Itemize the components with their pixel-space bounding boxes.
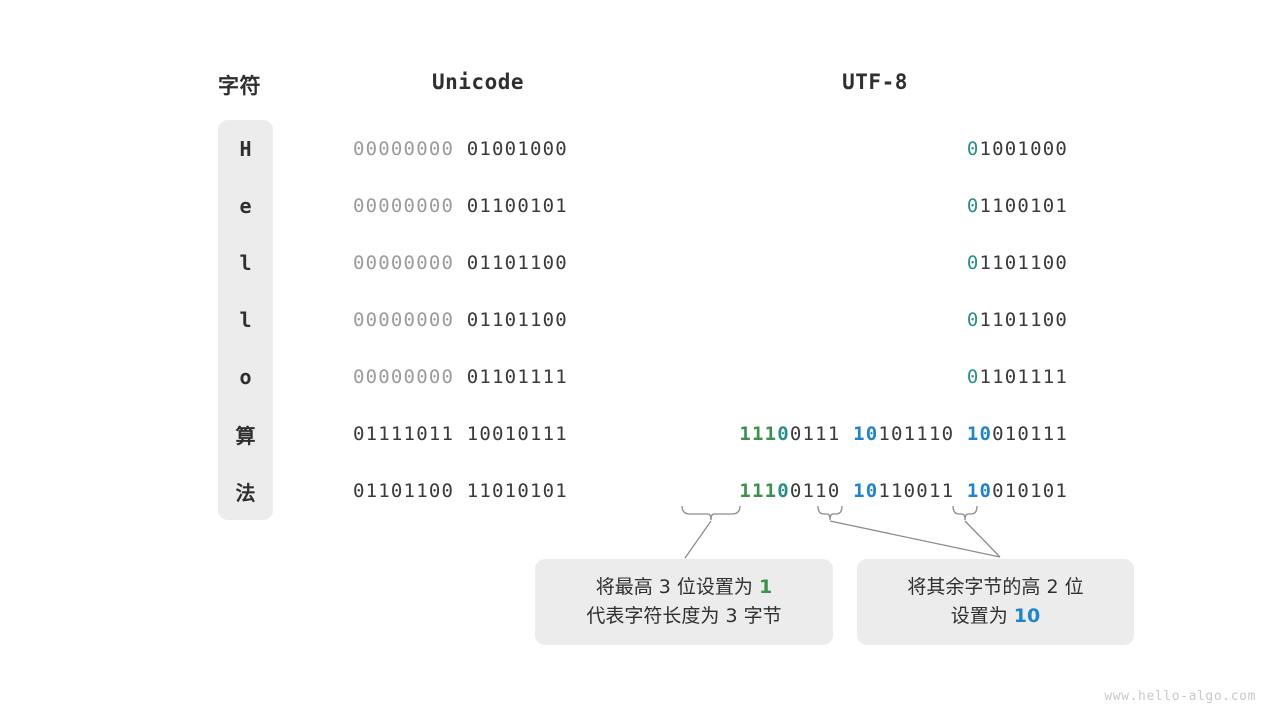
utf8-payload-bits: 1101100 [979,251,1068,274]
table-row: 00000000 01101100 01101100 [0,291,1280,348]
utf8-lead-bit: 0 [966,194,980,217]
char-cell: e [239,193,252,218]
annotation-text: 设置为 [950,605,1014,627]
char-cell: l [239,250,252,275]
unicode-low-byte: 10010111 [466,423,568,446]
utf8-bits: 01100101 [967,195,1068,217]
table-row: 00000000 01101100 01101100 [0,234,1280,291]
utf8-payload-bits: 010101 [992,480,1068,503]
unicode-low-byte: 01100101 [466,194,568,217]
column-header-char: 字符 [218,74,261,98]
utf8-payload-bits: 110011 [878,480,955,503]
utf8-prefix-terminator: 0 [777,423,790,446]
utf8-bits: 01101100 [967,252,1068,274]
column-header-utf8: UTF-8 [842,70,908,94]
utf8-lead-bit: 0 [966,137,980,160]
unicode-bits: 01101100 11010101 [353,480,568,502]
utf8-bits: 11100111 10101110 10010111 [739,423,1068,445]
utf8-payload-bits: 1001000 [979,137,1068,160]
utf8-bits: 01101100 [967,309,1068,331]
utf8-prefix-terminator: 0 [777,480,790,503]
column-header-unicode: Unicode [431,70,525,94]
annotation-highlight: 1 [758,575,773,598]
leader-line-2 [829,520,1001,558]
utf8-payload-bits: 1100101 [979,194,1068,217]
utf8-lead-bit: 0 [966,251,980,274]
annotation-text: 将最高 3 位设置为 [595,575,759,598]
unicode-low-byte: 01101100 [466,309,568,331]
utf8-length-prefix: 111 [739,423,778,446]
brace-icon-1 [681,505,741,521]
unicode-high-byte: 00000000 [353,137,455,160]
leader-line-1 [684,520,712,559]
utf8-continuation-prefix: 10 [853,423,879,446]
table-row: 00000000 01101111 01101111 [0,349,1280,406]
character-column-panel: H e l l o 算 法 [218,120,273,520]
utf8-lead-bit: 0 [966,366,980,389]
unicode-bits: 00000000 01101100 [353,309,568,331]
char-cell: l [239,307,252,332]
unicode-low-byte: 01101100 [466,251,568,274]
table-row: 01111011 10010111 11100111 10101110 1001… [0,406,1280,463]
utf8-length-prefix: 111 [739,480,778,503]
annotation-note-length-prefix: 将最高 3 位设置为 1 代表字符长度为 3 字节 [535,559,833,645]
annotation-line: 将其余字节的高 2 位 [907,575,1084,598]
brace-icon-2 [817,505,843,521]
bit-rows: 00000000 01001000 01001000 00000000 0110… [0,120,1280,520]
unicode-bits: 00000000 01101111 [353,366,568,388]
unicode-low-byte: 01001000 [466,137,568,160]
table-row: 01101100 11010101 11100110 10110011 1001… [0,463,1280,520]
utf8-payload-bits: 0111 [789,423,841,446]
table-row: 00000000 01001000 01001000 [0,120,1280,177]
unicode-high-byte: 01101100 [353,480,455,503]
unicode-bits: 01111011 10010111 [353,423,568,445]
utf8-payload-bits: 0110 [789,480,841,503]
char-cell: o [239,365,252,390]
utf8-payload-bits: 1101100 [979,309,1068,331]
unicode-high-byte: 00000000 [353,366,455,389]
annotation-line: 设置为 10 [951,602,1041,631]
unicode-high-byte: 00000000 [353,251,455,274]
char-cell: 算 [235,423,256,448]
utf8-bits: 01101111 [967,366,1068,388]
char-cell: 法 [235,480,256,505]
utf8-payload-bits: 1101111 [979,366,1068,389]
unicode-low-byte: 01101111 [466,366,568,389]
annotation-line: 代表字符长度为 3 字节 [586,605,782,627]
unicode-high-byte: 00000000 [353,309,455,331]
annotation-line: 将最高 3 位设置为 1 [596,573,772,602]
utf8-payload-bits: 010111 [992,423,1068,446]
unicode-bits: 00000000 01101100 [353,252,568,274]
brace-icon-3 [952,505,978,521]
unicode-bits: 00000000 01100101 [353,195,568,217]
annotation-highlight: 10 [1013,605,1041,627]
watermark: www.hello-algo.com [1104,689,1256,704]
table-row: 00000000 01100101 01100101 [0,177,1280,234]
unicode-high-byte: 00000000 [353,194,455,217]
leader-line-3 [964,520,1001,558]
utf8-bits: 01001000 [967,138,1068,160]
utf8-continuation-prefix: 10 [966,423,993,446]
unicode-low-byte: 11010101 [466,480,568,503]
utf8-lead-bit: 0 [966,309,980,331]
unicode-bits: 00000000 01001000 [353,138,568,160]
annotation-note-continuation-prefix: 将其余字节的高 2 位 设置为 10 [857,559,1134,645]
char-cell: H [239,136,252,161]
utf8-continuation-prefix: 10 [966,480,993,503]
unicode-high-byte: 01111011 [353,423,455,446]
utf8-continuation-prefix: 10 [853,480,879,503]
utf8-payload-bits: 101110 [878,423,955,446]
utf8-bits: 11100110 10110011 10010101 [739,480,1068,502]
